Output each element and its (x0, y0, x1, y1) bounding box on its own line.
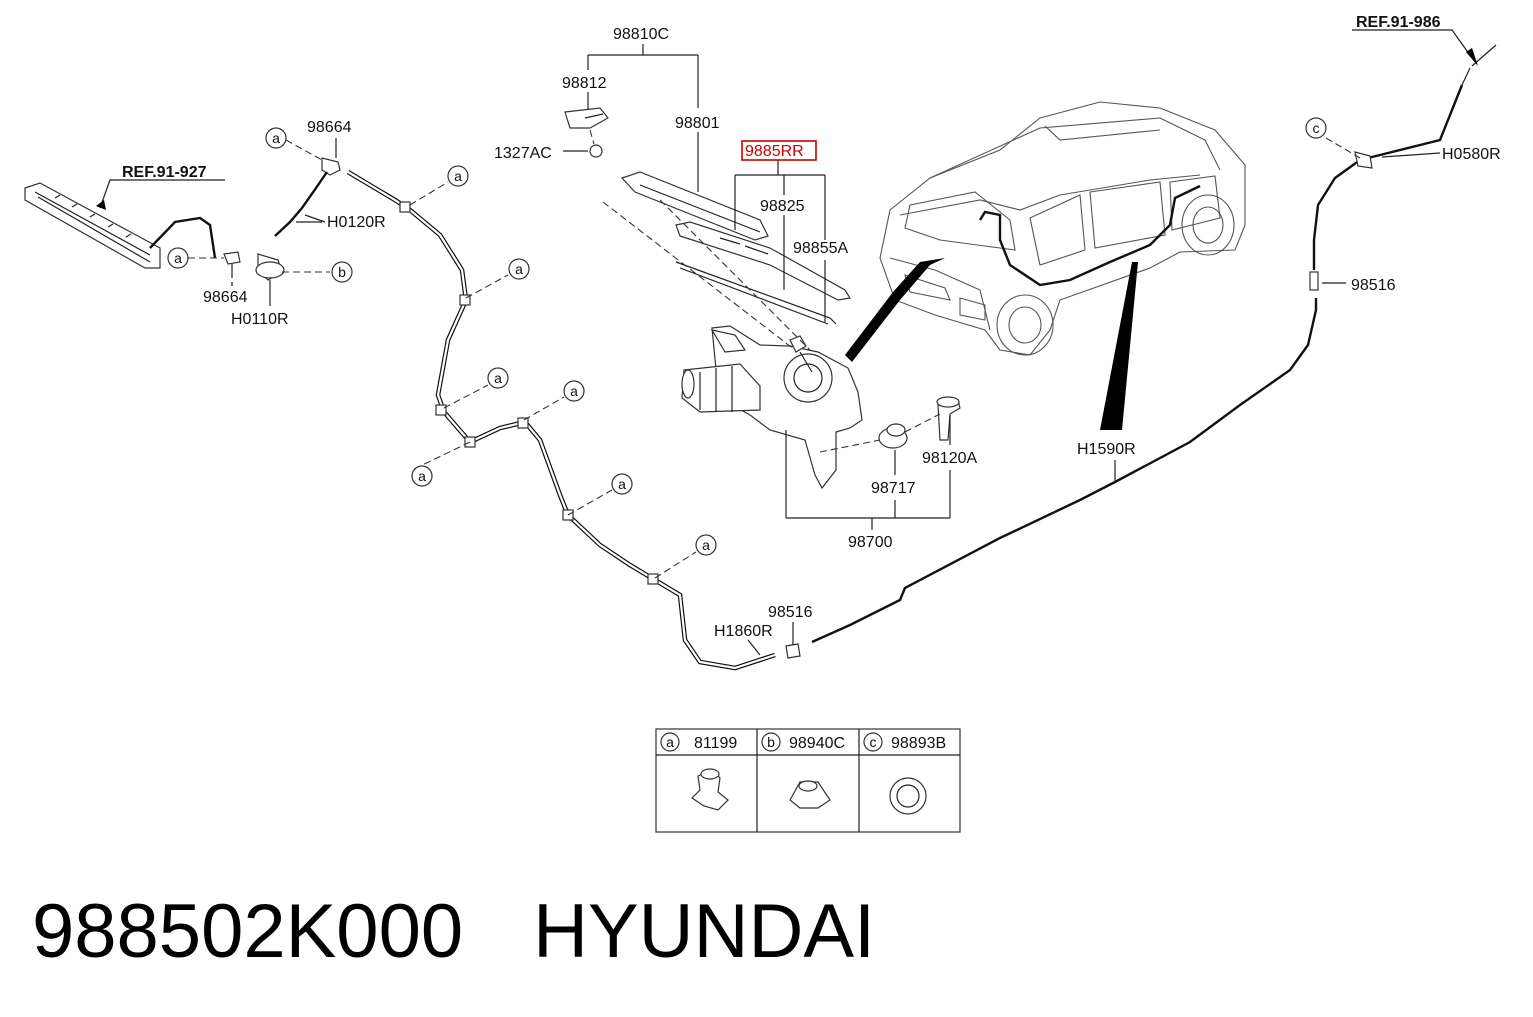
legend-item-c: c 98893B (863, 732, 946, 815)
svg-text:a: a (174, 250, 182, 266)
label-9885rr: 9885RR (745, 143, 804, 160)
label-98717: 98717 (871, 480, 916, 497)
legend-part-a: 81199 (694, 735, 737, 752)
label-98120a: 98120A (922, 450, 977, 467)
part-number: 988502K000 (32, 889, 464, 974)
callouts: a a b a a a a a a a c (167, 117, 1327, 556)
label-h0110r: H0110R (231, 311, 289, 328)
svg-text:a: a (702, 537, 710, 553)
label-1327ac: 1327AC (494, 145, 552, 162)
callout-a: a (611, 473, 633, 495)
brand-name: HYUNDAI (533, 889, 876, 974)
part-labels: 98810C 98812 98801 1327AC 9885RR 98825 9… (122, 14, 1501, 640)
svg-text:a: a (515, 261, 523, 277)
label-98825: 98825 (760, 198, 805, 215)
highlight-box (741, 140, 817, 161)
legend-part-c: 98893B (891, 735, 946, 752)
callout-a: a (487, 367, 509, 389)
callout-a: a (695, 534, 717, 556)
label-h0120r: H0120R (327, 214, 386, 231)
label-ref-91-927: REF.91-927 (122, 164, 207, 181)
label-98664-bottom: 98664 (203, 289, 248, 306)
legend-item-a: a 81199 (660, 732, 737, 811)
callout-b: b (331, 261, 353, 283)
label-h1590r: H1590R (1077, 441, 1136, 458)
label-98810c: 98810C (613, 26, 669, 43)
nozzle-assembly-left (223, 157, 341, 300)
caption: 988502K000 HYUNDAI (32, 888, 875, 975)
hose-h1860r (346, 44, 1497, 671)
label-98516-right: 98516 (1351, 277, 1396, 294)
car-illustration (845, 101, 1246, 430)
label-98516-lower: 98516 (768, 604, 813, 621)
svg-text:c: c (1313, 120, 1320, 136)
legend-part-b: 98940C (789, 735, 845, 752)
callout-a: a (167, 247, 189, 269)
label-98855a: 98855A (793, 240, 848, 257)
svg-text:a: a (494, 370, 502, 386)
svg-text:a: a (618, 476, 626, 492)
label-h1860r: H1860R (714, 623, 773, 640)
label-h0580r: H0580R (1442, 146, 1501, 163)
callout-a: a (447, 165, 469, 187)
callout-a: a (563, 380, 585, 402)
high-mount-lamp (24, 179, 225, 269)
svg-text:a: a (570, 383, 578, 399)
svg-text:c: c (870, 734, 877, 750)
svg-text:b: b (767, 734, 775, 750)
parts-diagram: 98810C 98812 98801 1327AC 9885RR 98825 9… (24, 14, 1501, 833)
dashed-lines (188, 129, 1361, 579)
svg-text:a: a (454, 168, 462, 184)
label-98700: 98700 (848, 534, 893, 551)
grommet-and-bolt (878, 396, 961, 449)
svg-text:a: a (272, 130, 280, 146)
wiper-motor (681, 325, 863, 490)
callout-c: c (1305, 117, 1327, 139)
label-ref-91-986: REF.91-986 (1356, 14, 1441, 31)
label-98664-top: 98664 (307, 119, 352, 136)
legend-table: a 81199 b 98940C c 98893B (655, 728, 961, 833)
callout-a: a (508, 258, 530, 280)
label-98801: 98801 (675, 115, 720, 132)
svg-text:a: a (666, 734, 674, 750)
callout-a: a (411, 465, 433, 487)
svg-text:a: a (418, 468, 426, 484)
callout-a: a (265, 127, 287, 149)
legend-item-b: b 98940C (761, 732, 845, 809)
svg-text:b: b (338, 264, 346, 280)
leader-lines (96, 29, 1478, 656)
wiper-arm-blade (564, 107, 851, 325)
label-98812: 98812 (562, 75, 607, 92)
